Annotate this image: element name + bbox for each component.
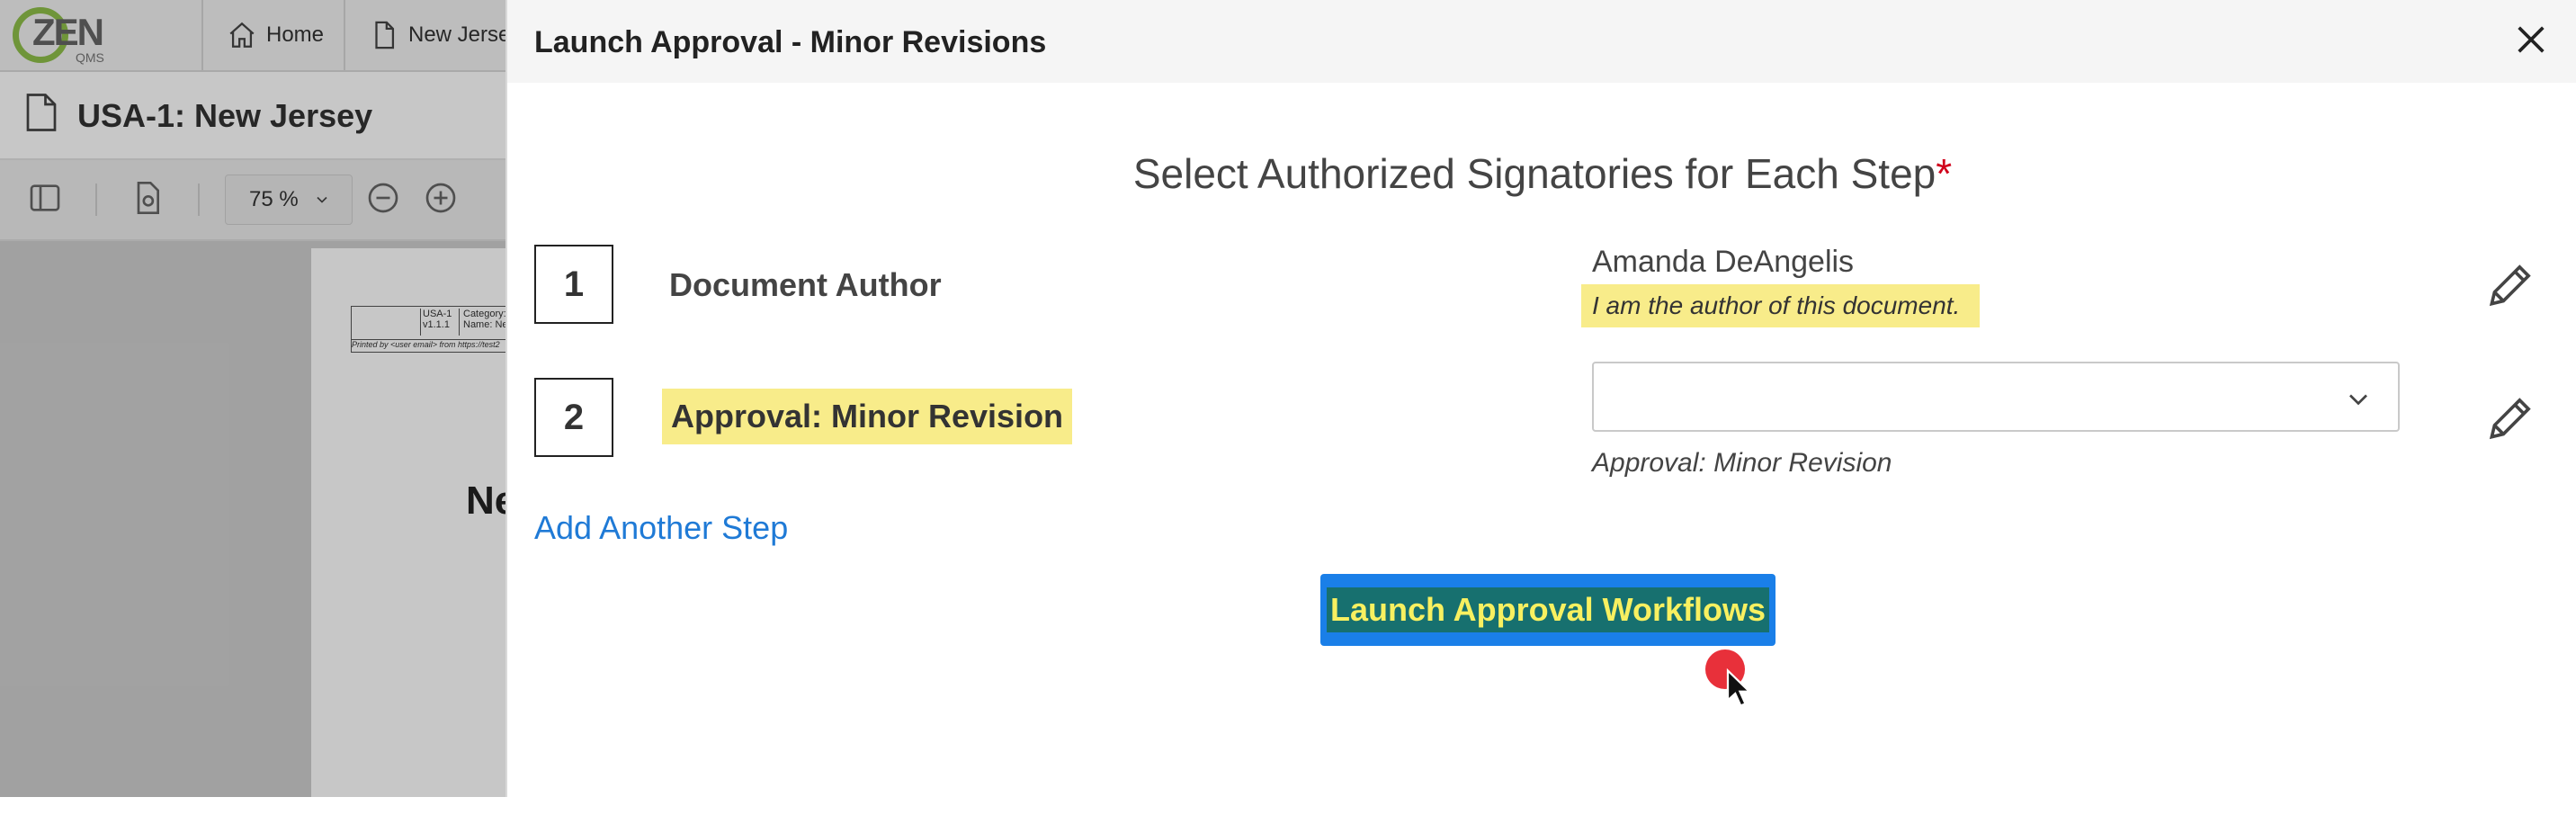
toolbar-divider (198, 184, 200, 216)
page-doc-category: Category: (463, 309, 506, 319)
page-doc-name: Name: Ne (463, 319, 508, 330)
zoom-in-icon[interactable] (423, 180, 459, 216)
chevron-down-icon (317, 196, 327, 203)
zoom-out-icon[interactable] (365, 180, 401, 216)
zen-qms-logo[interactable]: ZEN QMS (13, 4, 112, 67)
tab-document-label: New Jersey (408, 22, 522, 47)
step-label-approval-minor-revision: Approval: Minor Revision (662, 389, 1073, 444)
document-icon (375, 21, 395, 49)
section-title: Select Authorized Signatories for Each S… (507, 149, 2576, 198)
document-properties-icon[interactable] (130, 180, 165, 216)
sidebar-toggle-icon[interactable] (27, 180, 63, 216)
tab-home[interactable]: Home (201, 0, 344, 70)
signatory-select[interactable] (1592, 362, 2400, 432)
tab-document[interactable]: New Jersey (344, 0, 705, 70)
page-printed-by: Printed by <user email> from https://tes… (352, 339, 568, 349)
logo-text: ZEN (32, 11, 104, 53)
chevron-down-icon (2349, 394, 2367, 406)
panel-header: Launch Approval - Minor Revisions (507, 0, 2576, 83)
launch-approval-workflows-button[interactable]: Launch Approval Workflows (1320, 574, 1775, 646)
home-icon (229, 22, 255, 48)
close-icon[interactable] (2513, 22, 2549, 58)
add-another-step-link[interactable]: Add Another Step (534, 509, 789, 546)
launch-button-label: Launch Approval Workflows (1326, 587, 1770, 632)
step-number-1: 1 (534, 245, 613, 324)
page-doc-code: USA-1 (423, 309, 452, 319)
section-title-text: Select Authorized Signatories for Each S… (1132, 150, 1936, 197)
logo-subtext: QMS (76, 50, 104, 65)
tab-home-label: Home (266, 22, 325, 47)
required-asterisk: * (1936, 150, 1953, 197)
mouse-cursor-icon (1726, 667, 1752, 707)
assignee-name: Amanda DeAngelis (1592, 245, 1855, 279)
edit-pencil-icon[interactable] (2482, 257, 2538, 313)
document-icon (26, 94, 57, 131)
toolbar-divider (95, 184, 97, 216)
panel-title: Launch Approval - Minor Revisions (534, 25, 1047, 59)
document-title: USA-1: New Jersey (77, 97, 373, 134)
step-number-2: 2 (534, 378, 613, 457)
step-label-document-author: Document Author (669, 266, 942, 303)
author-note: I am the author of this document. (1581, 284, 1981, 327)
launch-approval-panel: Launch Approval - Minor Revisions Select… (505, 0, 2576, 797)
zoom-select[interactable]: 75 % (225, 175, 353, 225)
select-caption: Approval: Minor Revision (1592, 448, 1892, 478)
page-header-box: USA-1 v1.1.1 Category: Name: Ne Printed … (351, 306, 568, 353)
zoom-value: 75 % (249, 187, 299, 211)
page-doc-version: v1.1.1 (423, 319, 450, 330)
edit-pencil-icon[interactable] (2482, 390, 2538, 446)
logo-ring (13, 7, 68, 63)
